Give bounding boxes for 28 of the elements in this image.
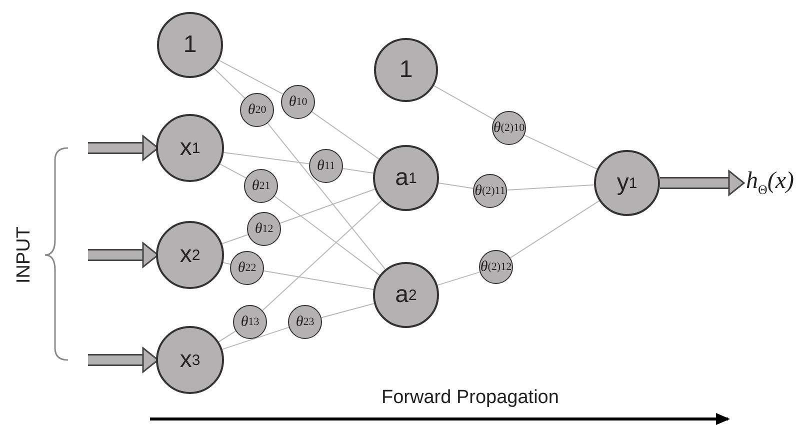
- connection-line: [510, 200, 600, 258]
- input-label: INPUT: [13, 226, 35, 284]
- connection-line: [320, 303, 375, 318]
- connection-line: [222, 326, 290, 350]
- connection-line: [274, 196, 380, 276]
- connection-line: [223, 152, 310, 164]
- connection-line: [311, 111, 380, 160]
- connection-line: [506, 184, 595, 190]
- connection-line: [267, 122, 386, 270]
- connection-line: [263, 270, 374, 290]
- connection-line: [219, 164, 246, 178]
- connection-line: [438, 182, 474, 189]
- connection-line: [262, 200, 382, 311]
- connection-line: [524, 134, 598, 170]
- connection-line: [222, 262, 231, 265]
- connection-line: [280, 188, 376, 224]
- connection-line: [222, 234, 248, 244]
- connection-line: [433, 85, 495, 120]
- output-formula: h$_{Θ}$(x): [746, 168, 794, 198]
- neuron-circle: 1: [374, 38, 438, 102]
- neuron-circle: 1: [157, 12, 223, 78]
- connection-line: [213, 67, 246, 99]
- connection-line: [218, 60, 284, 95]
- connection-line: [218, 330, 236, 342]
- connection-line: [437, 272, 480, 286]
- direction-label: Forward Propagation: [382, 387, 559, 409]
- block-arrow: [660, 169, 746, 197]
- connection-line: [342, 168, 374, 174]
